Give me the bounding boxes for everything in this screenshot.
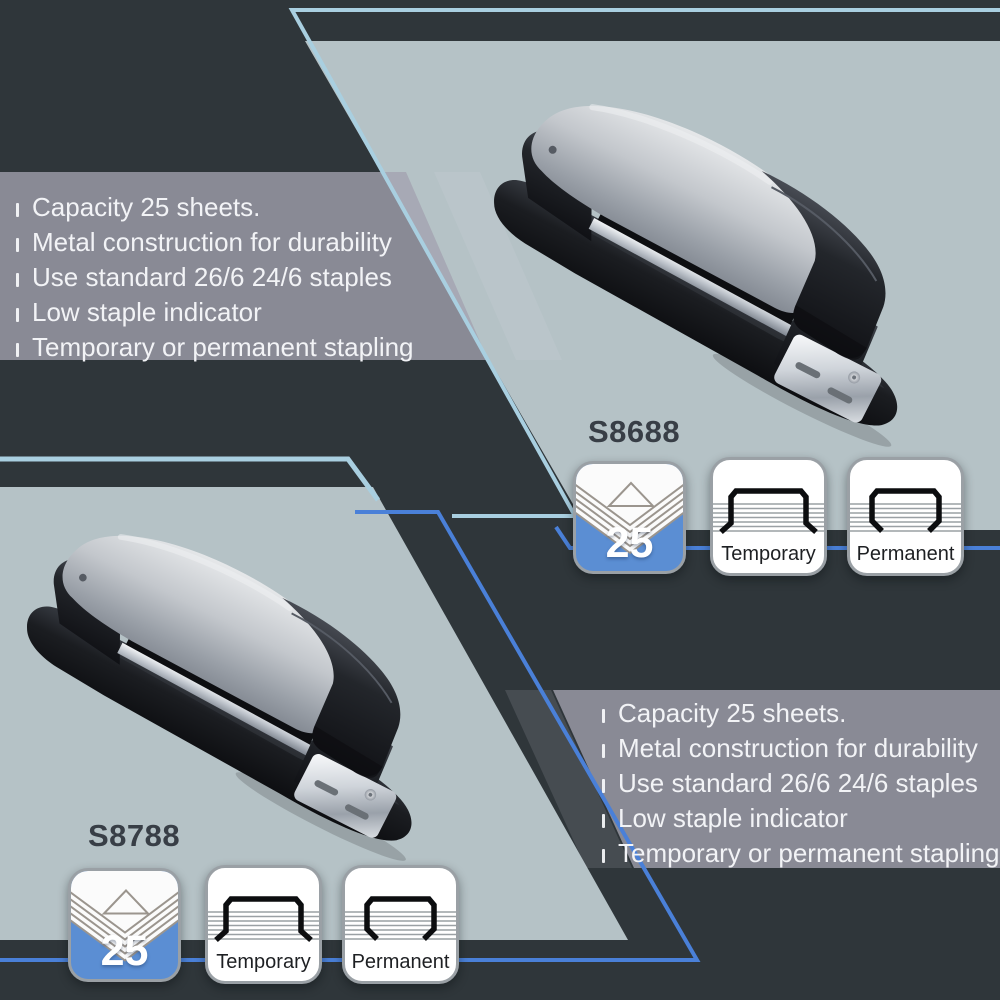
feature-item: Metal construction for durability [16,225,486,260]
temporary-staple-badge: Temporary [205,865,322,984]
overlay-panel-top-left [0,172,488,360]
permanent-staple-icon [850,488,961,533]
stripe-top-left [434,172,562,360]
permanent-staple-badge: Permanent [342,865,459,984]
feature-text: Metal construction for durability [32,227,392,257]
permanent-staple-badge: Permanent [847,457,964,576]
bullet-tick-icon [16,343,19,357]
capacity-value: 25 [100,927,149,975]
feature-item: Capacity 25 sheets. [16,190,486,225]
capacity-25-badge: 25 [68,868,181,982]
paper-stack-icon [576,464,683,555]
bullet-tick-icon [602,814,605,828]
feature-list-top: Capacity 25 sheets. Metal construction f… [16,190,486,365]
feature-item: Metal construction for durability [602,731,992,766]
temporary-staple-icon [713,488,824,535]
bullet-tick-icon [602,849,605,863]
feature-item: Temporary or permanent stapling [16,330,486,365]
feature-item: Temporary or permanent stapling [602,836,1000,871]
feature-item: Capacity 25 sheets. [602,696,992,731]
feature-item: Low staple indicator [602,801,992,836]
permanent-label: Permanent [351,951,450,973]
temporary-staple-badge: Temporary [710,457,827,576]
feature-text: Use standard 26/6 24/6 staples [32,262,392,292]
permanent-staple-icon [345,896,456,941]
accent-line-light-top [288,8,1000,518]
feature-item: Low staple indicator [16,295,486,330]
model-label-s8788: S8788 [88,818,181,853]
bullet-tick-icon [16,203,19,217]
bullet-tick-icon [16,308,19,322]
feature-text: Low staple indicator [32,297,262,327]
feature-text: Use standard 26/6 24/6 staples [618,768,978,798]
overlay-panel-bottom-right [553,690,1000,868]
capacity-value: 25 [605,519,654,567]
paper-stack-icon [71,871,178,962]
temporary-label: Temporary [721,543,816,565]
feature-item: Use standard 26/6 24/6 staples [602,766,992,801]
feature-text: Metal construction for durability [618,733,978,763]
temporary-staple-icon [208,896,319,943]
temporary-label: Temporary [216,951,311,973]
bullet-tick-icon [602,779,605,793]
bullet-tick-icon [602,709,605,723]
feature-text: Low staple indicator [618,803,848,833]
model-label-s8688: S8688 [588,414,681,449]
capacity-25-badge: 25 [573,461,686,574]
accent-line-light-middle [0,456,381,502]
feature-text: Capacity 25 sheets. [618,698,847,728]
bullet-tick-icon [16,273,19,287]
permanent-label: Permanent [856,543,955,565]
feature-item: Use standard 26/6 24/6 staples [16,260,486,295]
feature-text: Temporary or permanent stapling [618,838,1000,868]
feature-text: Capacity 25 sheets. [32,192,261,222]
feature-list-bottom: Capacity 25 sheets. Metal construction f… [602,696,1000,871]
feature-text: Temporary or permanent stapling [32,332,414,362]
stapler-photo-s8788 [0,468,500,888]
bullet-tick-icon [16,238,19,252]
stapler-photo-s8688 [450,35,990,475]
stripe-bottom-right [505,690,632,868]
bullet-tick-icon [602,744,605,758]
